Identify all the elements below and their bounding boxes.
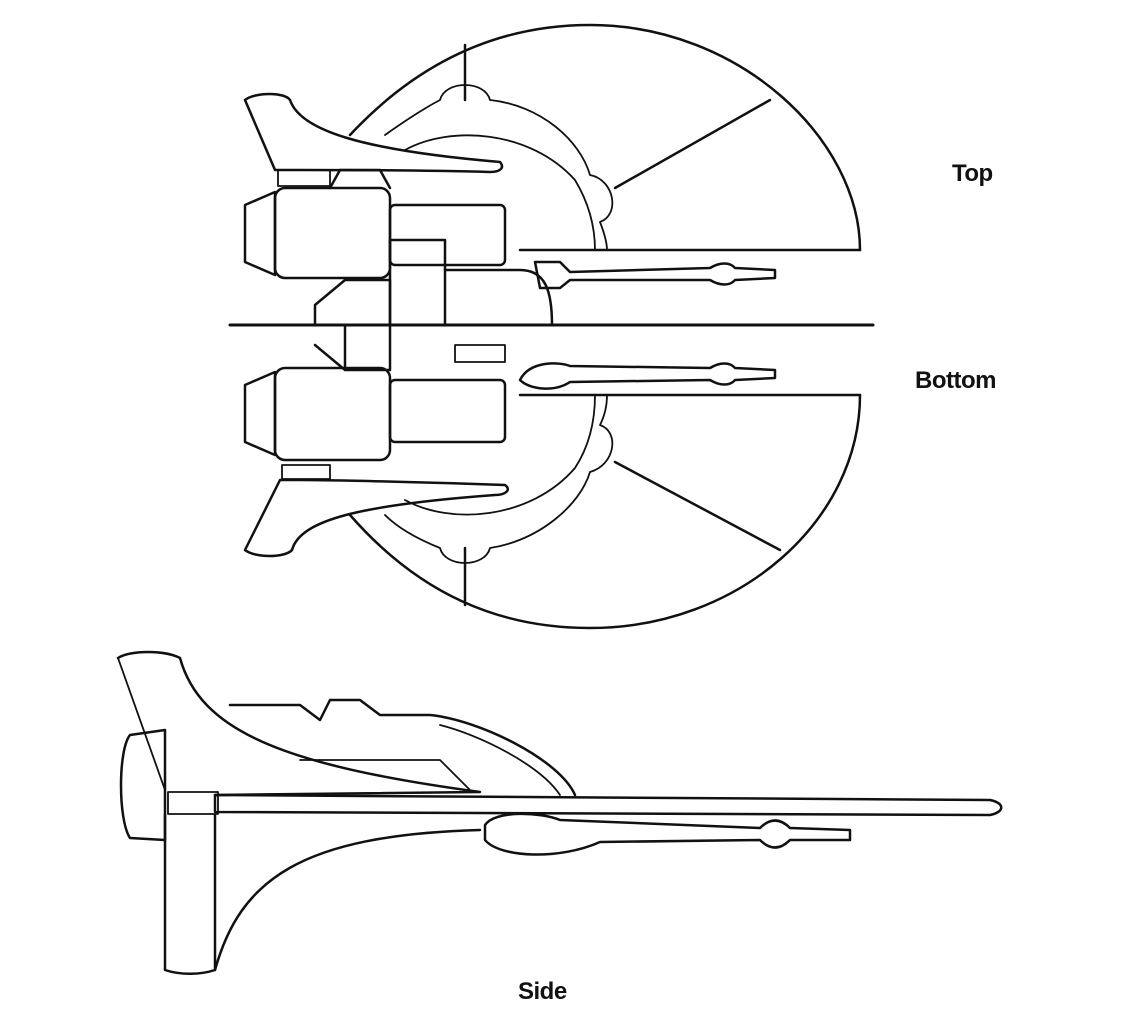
spoke: [613, 460, 782, 552]
wing-joint: [281, 464, 331, 480]
cockpit-side: [228, 698, 577, 797]
label-side: Side: [518, 978, 567, 1005]
wing-joint: [277, 169, 331, 187]
tail-fin-upper: [116, 650, 482, 797]
wing-root: [167, 791, 219, 815]
wing-side: [213, 793, 1003, 817]
engine-nozzle-bottom: [243, 370, 277, 457]
engine-top: [273, 186, 392, 280]
label-bottom: Bottom: [915, 367, 996, 394]
cockpit-top: [388, 238, 447, 327]
gun-side: [483, 812, 852, 856]
engine-body-top: [388, 203, 507, 267]
engine-bottom: [273, 366, 392, 462]
tail-fin-lower: [163, 813, 217, 975]
engine-nozzle-top: [243, 190, 277, 277]
side-view: [116, 650, 1003, 975]
label-top: Top: [952, 160, 993, 187]
upper-wing: [243, 92, 504, 174]
panel-bottom: [454, 344, 506, 363]
lower-wing: [243, 478, 510, 558]
canopy-side: [439, 724, 561, 796]
outer-disc: [348, 23, 862, 630]
top-bottom-view: [228, 23, 875, 630]
hull-top: [313, 278, 392, 327]
hull-bottom: [313, 323, 392, 372]
engine-cowl: [328, 168, 392, 190]
spoke: [613, 98, 772, 190]
engine-side: [119, 728, 167, 842]
hull-front-top: [443, 268, 554, 327]
disc-side: [213, 828, 482, 972]
gun-bottom: [518, 362, 777, 390]
tail-fin-edge: [117, 657, 166, 791]
gun-top: [533, 260, 777, 290]
hull-panel-side: [299, 759, 471, 791]
engine-body-bottom: [388, 378, 507, 444]
inner-ring: [384, 84, 614, 564]
inner-ring-2: [404, 134, 596, 516]
